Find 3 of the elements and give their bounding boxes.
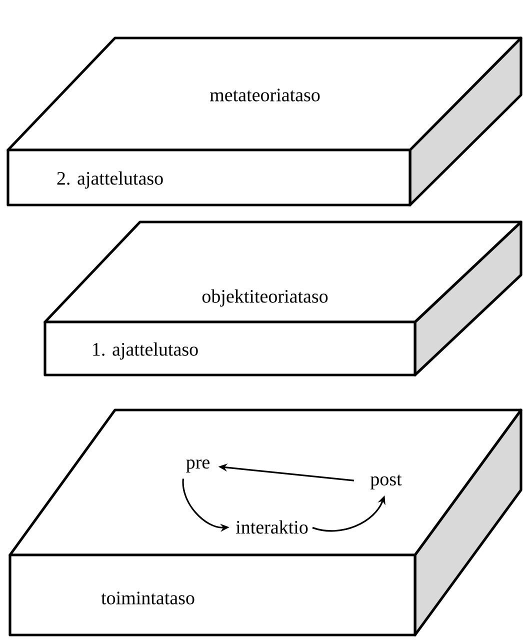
level-label: 1. ajattelutaso: [93, 342, 198, 360]
level-label: toimintataso: [101, 592, 194, 604]
level-label: 2. ajattelutaso: [57, 171, 163, 189]
